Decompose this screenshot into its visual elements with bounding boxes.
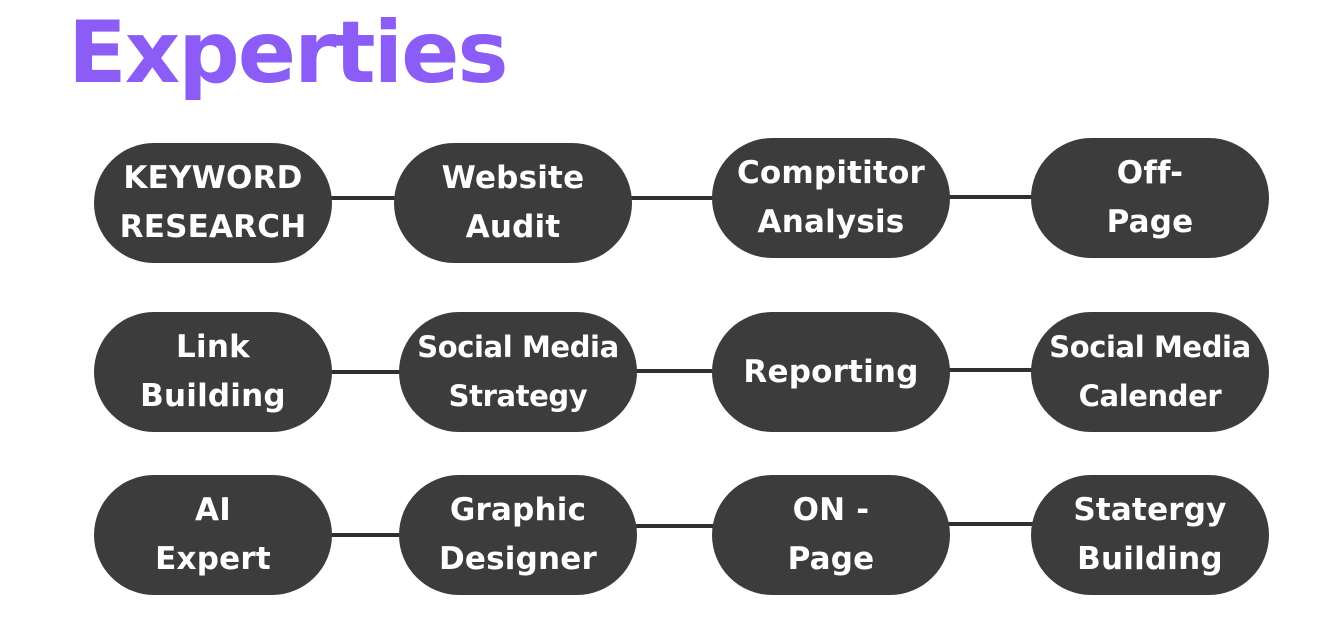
node-label: Statergy Building <box>1073 492 1227 577</box>
node-label: Social Media Calender <box>1049 330 1251 413</box>
connector-line <box>944 368 1039 372</box>
expertise-node-social-media-strategy: Social Media Strategy <box>399 312 637 432</box>
connector-line <box>325 370 410 374</box>
connector-line <box>944 522 1039 526</box>
expertise-node-off-page: Off- Page <box>1031 138 1269 258</box>
connector-line <box>944 195 1039 199</box>
node-label: ON - Page <box>787 492 875 577</box>
node-label: Social Media Strategy <box>417 330 619 413</box>
expertise-node-link-building: Link Building <box>94 312 332 432</box>
expertise-node-website-audit: Website Audit <box>394 143 632 263</box>
expertise-node-competitor-analysis: Compititor Analysis <box>712 138 950 258</box>
expertise-node-reporting: Reporting <box>712 312 950 432</box>
node-label: Reporting <box>743 353 919 390</box>
node-label: Link Building <box>140 329 286 414</box>
node-label: AI Expert <box>155 492 271 577</box>
expertise-node-graphic-designer: Graphic Designer <box>399 475 637 595</box>
connector-line <box>325 196 405 200</box>
expertise-node-keyword-research: KEYWORD RESEARCH <box>94 143 332 263</box>
page-title: Experties <box>68 3 509 103</box>
node-label: KEYWORD RESEARCH <box>119 160 307 245</box>
connector-line <box>630 524 720 528</box>
expertise-node-on-page: ON - Page <box>712 475 950 595</box>
node-label: Compititor Analysis <box>736 155 925 240</box>
connector-line <box>325 533 410 537</box>
expertise-node-strategy-building: Statergy Building <box>1031 475 1269 595</box>
expertise-node-ai-expert: AI Expert <box>94 475 332 595</box>
connector-line <box>630 369 720 373</box>
expertise-node-social-media-calender: Social Media Calender <box>1031 312 1269 432</box>
node-label: Website Audit <box>441 160 585 245</box>
connector-line <box>625 196 720 200</box>
node-label: Graphic Designer <box>438 492 597 577</box>
node-label: Off- Page <box>1106 155 1194 240</box>
